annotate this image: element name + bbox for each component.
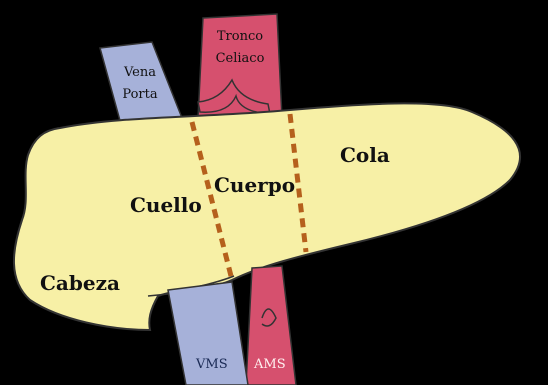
label-vena-line2: Porta [122, 87, 157, 102]
label-cuerpo: Cuerpo [214, 173, 295, 197]
vena-porta [100, 42, 182, 128]
label-tronco-line1: Tronco [217, 29, 263, 44]
label-cuello: Cuello [130, 193, 202, 217]
label-cabeza: Cabeza [40, 271, 120, 295]
label-vms: VMS [195, 357, 228, 372]
label-ams: AMS [253, 357, 286, 372]
label-vena-line1: Vena [123, 65, 156, 80]
label-cola: Cola [340, 143, 390, 167]
label-tronco-line2: Celiaco [216, 51, 265, 66]
